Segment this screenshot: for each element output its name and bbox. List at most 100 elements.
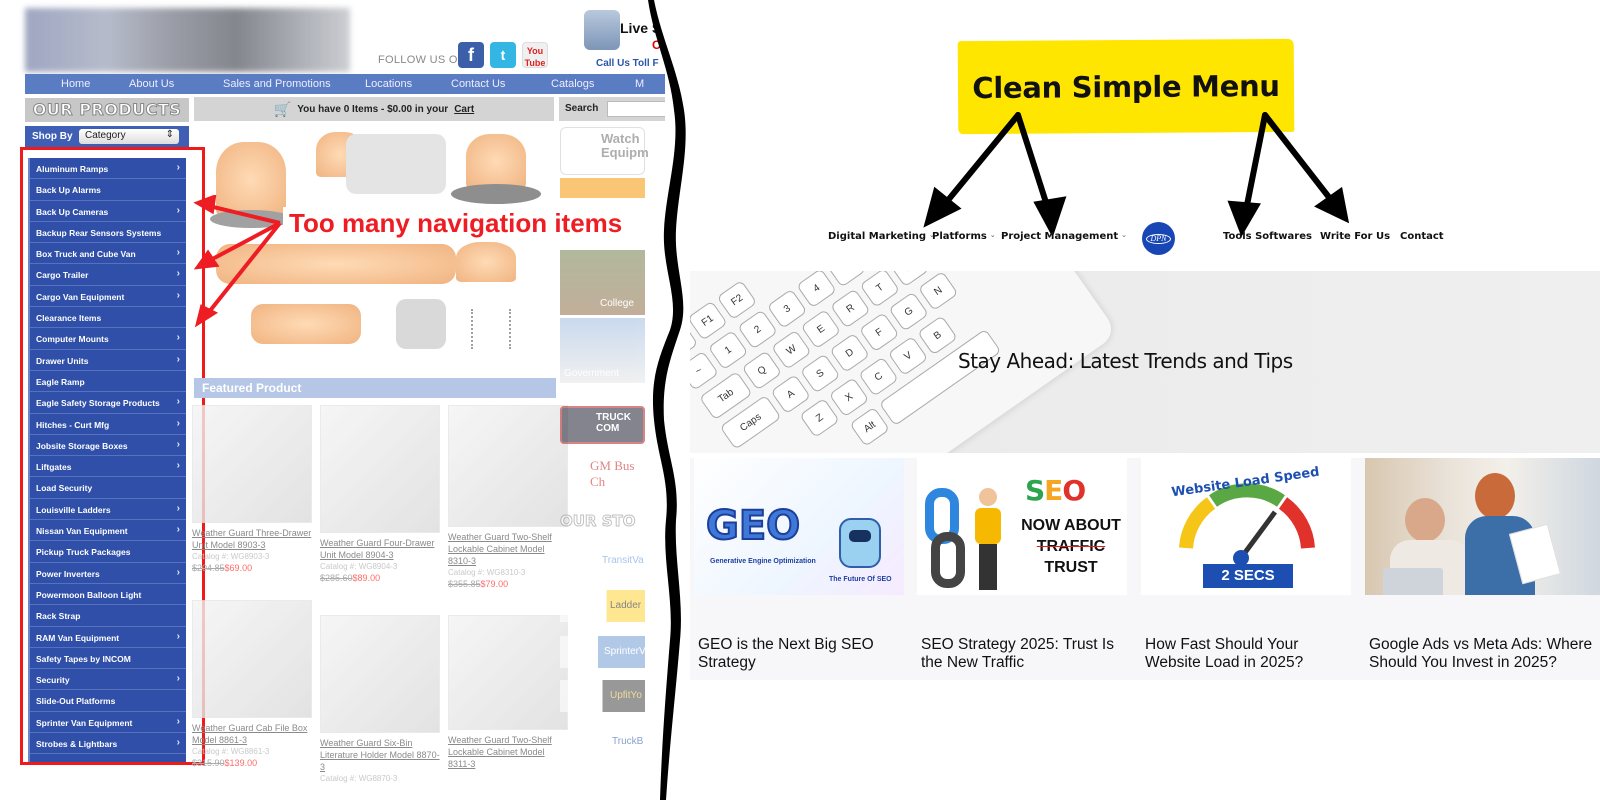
- category-item[interactable]: Eagle Ramp: [30, 371, 186, 393]
- article-thumbnail[interactable]: GEO Generative Engine Optimization The F…: [694, 458, 904, 595]
- store-truck[interactable]: TruckB: [612, 736, 644, 747]
- shop-by-select[interactable]: Category⇕: [79, 129, 179, 144]
- product-card[interactable]: Weather Guard Two-Shelf Lockable Cabinet…: [448, 405, 568, 590]
- category-item[interactable]: Box Truck and Cube Van›: [30, 243, 186, 265]
- category-item[interactable]: Back Up Alarms: [30, 179, 186, 201]
- nav-project-management[interactable]: Project Management⌄: [1001, 231, 1127, 242]
- nav-digital-marketing[interactable]: Digital Marketing⌄: [828, 231, 935, 242]
- category-item[interactable]: Cargo Van Equipment›: [30, 286, 186, 308]
- category-item[interactable]: Cargo Trailer ›: [30, 264, 186, 286]
- category-label: Box Truck and Cube Van: [36, 249, 136, 260]
- product-title[interactable]: Weather Guard Six-Bin Literature Holder …: [320, 738, 440, 772]
- product-image[interactable]: [320, 405, 440, 533]
- search-input[interactable]: [607, 101, 665, 117]
- category-item[interactable]: Nissan Van Equipment›: [30, 520, 186, 542]
- product-card[interactable]: Weather Guard Three-Drawer Unit Model 89…: [192, 405, 312, 574]
- product-image[interactable]: [448, 615, 568, 730]
- product-card[interactable]: Weather Guard Six-Bin Literature Holder …: [320, 615, 440, 784]
- product-image[interactable]: [320, 615, 440, 733]
- category-label: Strobes & Lightbars: [36, 739, 118, 750]
- nav-locations[interactable]: Locations: [365, 78, 413, 90]
- side-ad-gm-business[interactable]: GM Bus Ch: [590, 458, 635, 489]
- side-ad-college[interactable]: College: [560, 250, 645, 315]
- article-card[interactable]: Website Load Speed 2 SECS How Fast Shoul…: [1141, 458, 1351, 671]
- category-item[interactable]: Security›: [30, 669, 186, 691]
- side-ad-watch[interactable]: Watch Equipm: [560, 127, 649, 175]
- product-title[interactable]: Weather Guard Four-Drawer Unit Model 890…: [320, 538, 435, 560]
- category-item[interactable]: Safety Tapes by INCOM: [30, 648, 186, 670]
- category-label: Cargo Trailer: [36, 270, 89, 281]
- category-item[interactable]: Slide-Out Platforms: [30, 690, 186, 712]
- product-title[interactable]: Weather Guard Two-Shelf Lockable Cabinet…: [448, 532, 552, 566]
- product-image[interactable]: [192, 405, 312, 523]
- category-item[interactable]: Rack Strap: [30, 605, 186, 627]
- cart-icon[interactable]: 🛒: [273, 100, 292, 117]
- nav-more[interactable]: M: [635, 78, 645, 90]
- article-card[interactable]: GEO Generative Engine Optimization The F…: [694, 458, 904, 671]
- chevron-right-icon: ›: [176, 268, 180, 280]
- product-title[interactable]: Weather Guard Cab File Box Model 8861-3: [192, 723, 308, 745]
- chevron-right-icon: ›: [176, 673, 180, 685]
- article-title[interactable]: SEO Strategy 2025: Trust Is the New Traf…: [921, 636, 1114, 671]
- product-title[interactable]: Weather Guard Three-Drawer Unit Model 89…: [192, 528, 312, 550]
- category-item[interactable]: RAM Van Equipment›: [30, 627, 186, 648]
- category-item[interactable]: Powermoon Balloon Light: [30, 584, 186, 606]
- product-catalog-number: Catalog #: WG8904-3: [320, 562, 398, 571]
- nav-about-us[interactable]: About Us: [129, 78, 175, 90]
- category-item[interactable]: Jobsite Storage Boxes›: [30, 435, 186, 457]
- article-card[interactable]: Google Ads vs Meta Ads: Where Should You…: [1365, 458, 1600, 671]
- article-title[interactable]: Google Ads vs Meta Ads: Where Should You…: [1369, 636, 1593, 671]
- live-support-label[interactable]: Live S: [620, 20, 662, 36]
- store-sprinter-van[interactable]: SprinterVa: [560, 636, 651, 668]
- category-item[interactable]: Eagle Safety Storage Products›: [30, 392, 186, 414]
- category-item[interactable]: Power Inverters›: [30, 563, 186, 584]
- category-label: Liftgates: [36, 462, 72, 473]
- twitter-icon[interactable]: t: [490, 42, 516, 68]
- article-card[interactable]: SEO NOW ABOUT TRAFFIC TRUST SEO Strategy…: [917, 458, 1127, 671]
- store-transit-van[interactable]: TransitVa: [602, 555, 644, 566]
- nav-platforms[interactable]: Platforms⌄: [932, 231, 996, 242]
- facebook-icon[interactable]: f: [458, 42, 484, 68]
- side-ad-government[interactable]: Government: [560, 318, 645, 383]
- category-item[interactable]: Strobes & Lightbars›: [30, 733, 186, 755]
- product-title[interactable]: Weather Guard Two-Shelf Lockable Cabinet…: [448, 735, 552, 769]
- chevron-right-icon: ›: [176, 502, 180, 514]
- article-thumbnail[interactable]: Website Load Speed 2 SECS: [1141, 458, 1351, 595]
- category-item[interactable]: Load Security: [30, 477, 186, 499]
- category-item[interactable]: Liftgates›: [30, 456, 186, 478]
- nav-sales[interactable]: Sales and Promotions: [223, 78, 331, 90]
- article-thumbnail[interactable]: [1365, 458, 1600, 595]
- category-item[interactable]: Hitches - Curt Mfg›: [30, 414, 186, 435]
- nav-home[interactable]: Home: [61, 78, 91, 90]
- category-item[interactable]: Louisville Ladders›: [30, 499, 186, 521]
- category-item[interactable]: Pickup Truck Packages: [30, 541, 186, 563]
- category-item[interactable]: Drawer Units›: [30, 350, 186, 371]
- nav-contact[interactable]: Contact: [1400, 231, 1444, 242]
- product-image[interactable]: [192, 600, 312, 718]
- product-image[interactable]: [448, 405, 568, 527]
- article-title[interactable]: GEO is the Next Big SEO Strategy: [698, 636, 874, 671]
- nav-tools-softwares[interactable]: Tools Softwares: [1223, 231, 1312, 242]
- side-ad-banner[interactable]: [560, 178, 645, 198]
- product-card[interactable]: Weather Guard Two-Shelf Lockable Cabinet…: [448, 615, 568, 770]
- side-ad-ford-truck[interactable]: TRUCK COM: [560, 406, 645, 444]
- sale-price: $89.00: [352, 573, 381, 583]
- category-item[interactable]: Sprinter Van Equipment›: [30, 712, 186, 734]
- cart-link[interactable]: Cart: [454, 103, 475, 115]
- article-thumbnail[interactable]: SEO NOW ABOUT TRAFFIC TRUST: [917, 458, 1127, 595]
- article-title[interactable]: How Fast Should Your Website Load in 202…: [1145, 636, 1304, 671]
- product-card[interactable]: Weather Guard Cab File Box Model 8861-3 …: [192, 600, 312, 769]
- category-item[interactable]: Computer Mounts›: [30, 328, 186, 350]
- category-item[interactable]: Clearance Items: [30, 307, 186, 329]
- store-ladder[interactable]: Ladder: [560, 590, 645, 622]
- category-item[interactable]: Backup Rear Sensors Systems: [30, 222, 186, 244]
- nav-write-for-us[interactable]: Write For Us: [1320, 231, 1391, 242]
- category-item[interactable]: Aluminum Ramps›: [30, 158, 186, 180]
- nav-catalogs[interactable]: Catalogs: [551, 78, 595, 90]
- nav-contact-us[interactable]: Contact Us: [451, 78, 506, 90]
- site-logo[interactable]: DPN: [1142, 222, 1175, 255]
- category-item[interactable]: Back Up Cameras›: [30, 201, 186, 222]
- product-card[interactable]: Weather Guard Four-Drawer Unit Model 890…: [320, 405, 440, 584]
- store-upfit[interactable]: UpfitYo: [560, 680, 645, 712]
